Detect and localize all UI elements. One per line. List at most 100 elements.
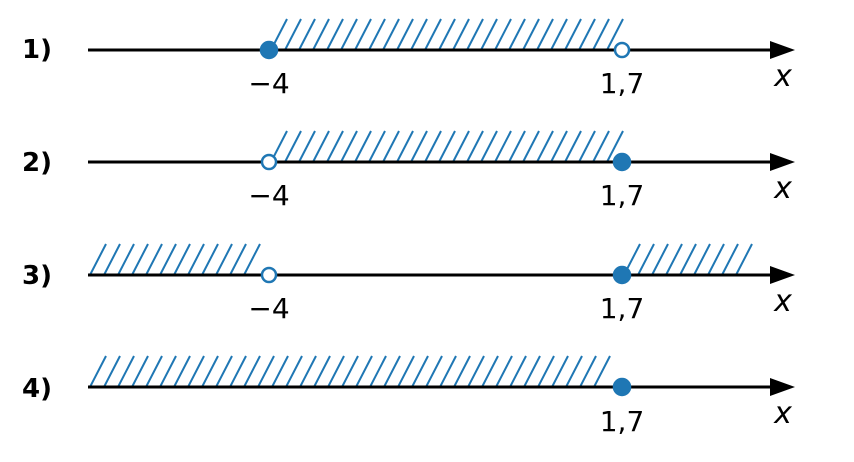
hatch-line [229,355,247,388]
hatch-line [257,355,275,388]
hatch-line [480,18,498,51]
hatch-line [410,18,428,51]
hatch-line [523,355,541,388]
hatch-line [606,18,624,51]
hatch-line [466,130,484,163]
hatch-line [550,18,568,51]
hatch-line [508,18,526,51]
hatch-line [103,243,121,276]
hatch-line [382,18,400,51]
axis-arrowhead [770,41,795,59]
hatch-line [424,18,442,51]
hatch-line [536,130,554,163]
hatch-line [522,130,540,163]
hatch-line [425,355,443,388]
tick-label-minus4: −4 [248,179,289,212]
hatch-line [536,18,554,51]
hatch-line [131,355,149,388]
hatch-line [285,355,303,388]
axis-variable-label: x [773,396,792,431]
hatch-line [592,130,610,163]
hatch-line [494,18,512,51]
hatch-line [564,130,582,163]
hatch-line [117,355,135,388]
option-row-2: 2) −4 1,7 x [22,130,795,212]
hatch-line [369,355,387,388]
axis-arrowhead [770,153,795,171]
hatch-line [396,18,414,51]
hatch-line [578,18,596,51]
hatch-line [735,243,753,276]
axis-arrowhead [770,378,795,396]
point-1-7-filled [612,265,632,285]
hatch-line [201,243,219,276]
option-row-1: 1) −4 1,7 x [22,18,795,100]
hatch-line [410,130,428,163]
hatch-line [508,130,526,163]
hatch-region [89,355,611,388]
hatch-line [564,18,582,51]
hatch-line [593,355,611,388]
hatch-line [637,243,655,276]
hatch-line [326,18,344,51]
hatch-line [145,243,163,276]
point-minus4-open [260,153,278,171]
hatch-line [327,355,345,388]
tick-label-1-7: 1,7 [600,405,645,438]
option-label: 3) [22,261,52,291]
hatch-line [215,243,233,276]
point-minus4-filled [259,40,279,60]
hatch-line [522,18,540,51]
hatch-line [606,130,624,163]
axis-variable-label: x [773,59,792,94]
hatch-line [466,18,484,51]
hatch-line [480,130,498,163]
hatch-line [159,243,177,276]
axis-arrowhead [770,266,795,284]
tick-label-minus4: −4 [248,292,289,325]
option-label: 4) [22,374,52,404]
hatch-line [284,130,302,163]
hatch-line [145,355,163,388]
hatch-line [397,355,415,388]
hatch-line [159,355,177,388]
hatch-line [494,130,512,163]
hatch-line [89,243,107,276]
point-1-7-filled [612,152,632,172]
hatch-line [355,355,373,388]
tick-label-1-7: 1,7 [600,292,645,325]
hatch-line [411,355,429,388]
hatch-line [467,355,485,388]
hatch-region [270,130,624,163]
hatch-line [481,355,499,388]
hatch-line [368,18,386,51]
hatch-line [439,355,457,388]
hatch-line [354,18,372,51]
hatch-line [340,130,358,163]
axis-variable-label: x [773,171,792,206]
hatch-line [201,355,219,388]
hatch-line [565,355,583,388]
point-1-7-open [613,41,631,59]
hatch-line [298,130,316,163]
hatch-line [187,355,205,388]
hatch-line [284,18,302,51]
hatch-line [299,355,317,388]
hatch-line [438,18,456,51]
option-row-3: 3) −4 1,7 x [22,243,795,325]
hatch-line [551,355,569,388]
hatch-line [368,130,386,163]
hatch-line [651,243,669,276]
axis-variable-label: x [773,284,792,319]
hatch-region-left [89,243,261,276]
hatch-line [313,355,331,388]
hatch-line [452,18,470,51]
hatch-line [271,355,289,388]
hatch-line [173,355,191,388]
tick-label-minus4: −4 [248,67,289,100]
option-label: 2) [22,148,52,178]
hatch-line [103,355,121,388]
hatch-line [452,130,470,163]
hatch-line [693,243,711,276]
